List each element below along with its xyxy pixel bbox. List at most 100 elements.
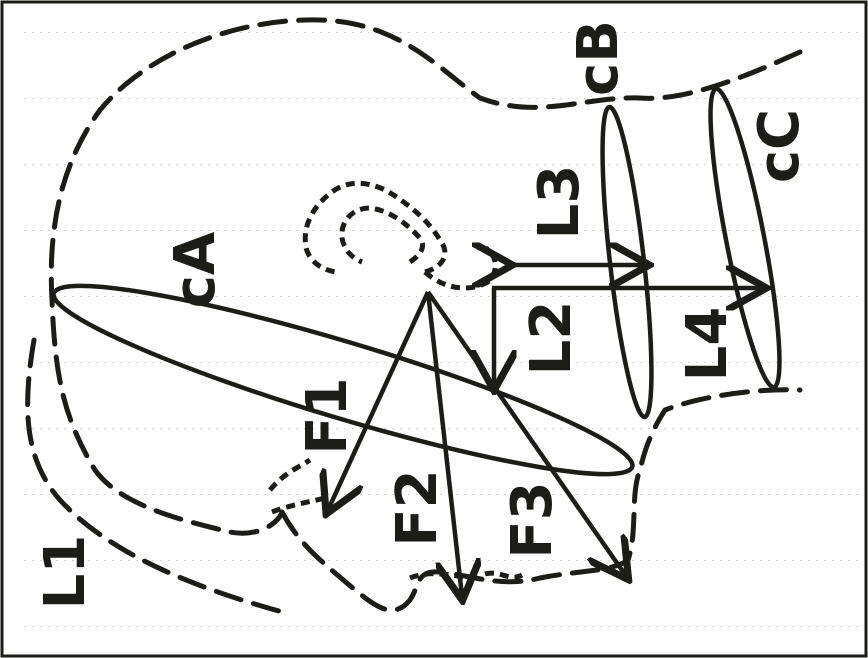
grid-dot	[48, 32, 50, 33]
grid-dot	[344, 362, 346, 363]
grid-dot	[560, 296, 562, 297]
grid-dot	[800, 32, 802, 33]
grid-dot	[320, 98, 322, 99]
grid-dot	[368, 296, 370, 297]
grid-dot	[328, 362, 330, 363]
grid-dot	[752, 32, 754, 33]
grid-dot	[464, 296, 466, 297]
grid-dot	[224, 560, 226, 561]
grid-dot	[744, 230, 746, 231]
grid-dot	[488, 230, 490, 231]
grid-dot	[752, 560, 754, 561]
grid-dot	[352, 164, 354, 165]
grid-dot	[208, 428, 210, 429]
grid-dot	[368, 32, 370, 33]
grid-dot	[520, 32, 522, 33]
grid-dot	[280, 98, 282, 99]
grid-dot	[568, 296, 570, 297]
grid-dot	[784, 362, 786, 363]
grid-dot	[736, 626, 738, 627]
grid-dot	[288, 362, 290, 363]
grid-dot	[288, 296, 290, 297]
grid-dot	[504, 626, 506, 627]
grid-dot	[320, 296, 322, 297]
grid-dot	[136, 560, 138, 561]
grid-dot	[264, 560, 266, 561]
grid-dot	[432, 98, 434, 99]
grid-dot	[416, 560, 418, 561]
grid-dot	[336, 626, 338, 627]
grid-dot	[816, 428, 818, 429]
grid-dot	[24, 230, 26, 231]
grid-dot	[552, 296, 554, 297]
grid-dot	[96, 98, 98, 99]
grid-dot	[808, 362, 810, 363]
grid-dot	[120, 560, 122, 561]
grid-dot	[688, 98, 690, 99]
grid-dot	[520, 560, 522, 561]
grid-dot	[216, 98, 218, 99]
grid-dot	[432, 32, 434, 33]
grid-dot	[472, 32, 474, 33]
grid-dot	[824, 494, 826, 495]
grid-dot	[504, 428, 506, 429]
grid-dot	[784, 626, 786, 627]
grid-dot	[544, 626, 546, 627]
grid-dot	[456, 626, 458, 627]
grid-dot	[752, 230, 754, 231]
grid-dot	[24, 428, 26, 429]
grid-dot	[480, 428, 482, 429]
grid-dot	[152, 32, 154, 33]
grid-dot	[528, 626, 530, 627]
grid-dot	[136, 164, 138, 165]
grid-dot	[824, 230, 826, 231]
grid-dot	[328, 230, 330, 231]
grid-dot	[672, 494, 674, 495]
grid-dot	[728, 428, 730, 429]
grid-dot	[648, 428, 650, 429]
grid-dot	[464, 494, 466, 495]
grid-dot	[128, 626, 130, 627]
grid-dot	[104, 560, 106, 561]
grid-dot	[88, 626, 90, 627]
grid-dot	[800, 626, 802, 627]
grid-dot	[768, 560, 770, 561]
grid-dot	[528, 98, 530, 99]
grid-dot	[232, 164, 234, 165]
grid-dot	[760, 560, 762, 561]
grid-dot	[720, 230, 722, 231]
grid-dot	[264, 98, 266, 99]
grid-dot	[336, 98, 338, 99]
grid-dot	[816, 32, 818, 33]
grid-dot	[736, 494, 738, 495]
grid-dot	[368, 560, 370, 561]
grid-dot	[352, 560, 354, 561]
grid-dot	[64, 362, 66, 363]
grid-dot	[728, 626, 730, 627]
grid-dot	[768, 428, 770, 429]
grid-dot	[776, 32, 778, 33]
grid-dot	[680, 164, 682, 165]
grid-dot	[496, 296, 498, 297]
grid-dot	[208, 164, 210, 165]
grid-dot	[272, 230, 274, 231]
grid-dot	[720, 98, 722, 99]
grid-dot	[408, 230, 410, 231]
grid-dot	[272, 32, 274, 33]
grid-dot	[232, 230, 234, 231]
grid-dot	[480, 32, 482, 33]
grid-dot	[264, 296, 266, 297]
grid-dot	[56, 428, 58, 429]
grid-dot	[384, 296, 386, 297]
grid-dot	[632, 32, 634, 33]
grid-dot	[832, 164, 834, 165]
grid-dot	[792, 494, 794, 495]
grid-dot	[776, 494, 778, 495]
grid-dot	[200, 98, 202, 99]
grid-dot	[584, 494, 586, 495]
grid-dot	[792, 296, 794, 297]
grid-dot	[568, 428, 570, 429]
grid-dot	[48, 164, 50, 165]
grid-dot	[496, 230, 498, 231]
grid-dot	[512, 626, 514, 627]
